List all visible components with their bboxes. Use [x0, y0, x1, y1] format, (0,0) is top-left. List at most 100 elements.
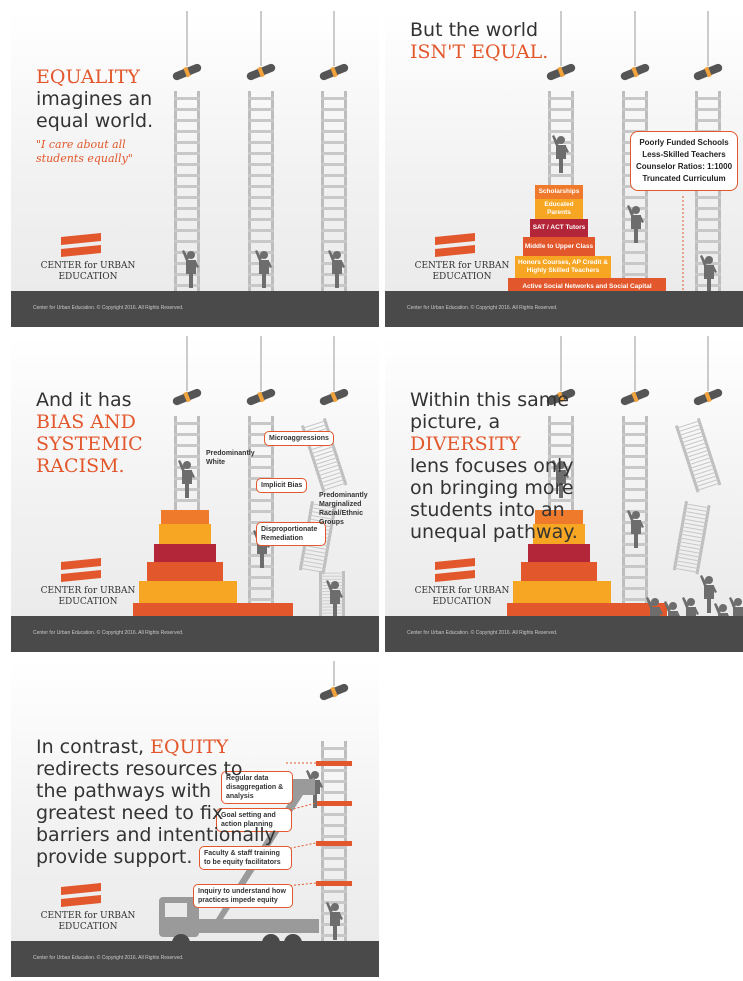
headline-line: picture, a: [410, 411, 501, 433]
headline-line: And it has: [36, 389, 132, 411]
logo-mark-icon: [435, 558, 475, 582]
copyright: Center for Urban Education. © Copyright …: [33, 305, 184, 311]
label-implicit-bias: Implicit Bias: [256, 478, 308, 493]
headline: In contrast, EQUITY redirects resources …: [36, 736, 276, 868]
diploma-icon: [244, 11, 278, 83]
footer: Center for Urban Education. © Copyright …: [11, 291, 379, 327]
logo-mark-icon: [61, 883, 101, 907]
headline-line: imagines an: [36, 88, 153, 110]
diploma-icon: [691, 11, 725, 83]
diploma-icon: [170, 11, 204, 83]
logo-line: EDUCATION: [58, 272, 118, 282]
headline-line: But the world: [410, 19, 539, 41]
panel-equity: Regular data disaggregation & analysis G…: [11, 661, 379, 977]
logo-line: EDUCATION: [432, 597, 492, 607]
footer: Center for Urban Education. © Copyright …: [385, 616, 743, 652]
student-icon: [627, 510, 644, 548]
panel-illustration: [133, 336, 358, 635]
advantage-tier: Educated Parents: [535, 199, 583, 219]
inequity-item: Counselor Ratios: 1:1000: [635, 162, 733, 171]
headline-line: redirects resources to: [36, 758, 243, 780]
broken-ladder-icon: [675, 417, 722, 493]
headline-line: provide support.: [36, 846, 193, 868]
inequity-item: Less-Skilled Teachers: [642, 150, 726, 159]
panel-diversity: Within this same picture, a DIVERSITY le…: [385, 336, 743, 652]
diploma-icon: [317, 336, 351, 408]
headline-accent: SYSTEMIC: [36, 433, 143, 455]
logo-line: EDUCATION: [432, 272, 492, 282]
logo-mark-icon: [61, 558, 101, 582]
support-inquiry: Inquiry to understand how practices impe…: [193, 884, 293, 908]
copyright: Center for Urban Education. © Copyright …: [407, 305, 558, 311]
broken-ladder-icon: [301, 417, 348, 493]
diploma-icon: [618, 11, 652, 83]
headline-line: barriers and intentionally: [36, 824, 276, 846]
label-microaggressions: Microaggressions: [264, 431, 334, 446]
support-staff-training: Faculty & staff training to be equity fa…: [199, 846, 292, 870]
headline-line: equal world.: [36, 110, 154, 132]
broken-ladder-icon: [672, 501, 711, 575]
logo-line: CENTER for URBAN: [40, 911, 136, 921]
headline: Within this same picture, a DIVERSITY le…: [410, 389, 578, 543]
advantage-tier: Middle to Upper Class: [523, 237, 595, 256]
diploma-icon: [170, 336, 204, 408]
ladder-icon: [622, 91, 648, 291]
support-rungs: [316, 761, 352, 886]
support-data-analysis: Regular data disaggregation & analysis: [221, 771, 293, 804]
footer: Center for Urban Education. © Copyright …: [385, 291, 743, 327]
headline: But the world ISN'T EQUAL.: [410, 19, 548, 63]
student-icon: [627, 205, 644, 243]
label-predominantly-white: Predominantly White: [206, 450, 255, 466]
panel-equality: EQUALITY imagines an equal world. "I car…: [11, 11, 379, 327]
student-icon: [182, 250, 199, 288]
label-remediation: Disproportionate Remediation: [256, 522, 326, 546]
panel-illustration: [507, 336, 743, 641]
headline-line: lens focuses only: [410, 455, 574, 477]
label-marginalized: Predominantly Marginalized Racial/Ethnic…: [319, 492, 368, 526]
headline: EQUALITY imagines an equal world.: [36, 66, 153, 132]
logo-line: EDUCATION: [58, 597, 118, 607]
headline-line: In contrast,: [36, 736, 145, 758]
diploma-icon: [544, 11, 578, 83]
inequity-item: Poorly Funded Schools: [639, 138, 729, 147]
diploma-icon: [244, 336, 278, 408]
student-icon: [700, 575, 717, 613]
advantage-tier: SAT / ACT Tutors: [530, 219, 588, 237]
headline-line: the pathways with: [36, 780, 212, 802]
footer: Center for Urban Education. © Copyright …: [11, 941, 379, 977]
inequity-list: Poorly Funded Schools Less-Skilled Teach…: [630, 131, 738, 191]
headline-accent: ISN'T EQUAL.: [410, 41, 549, 63]
panel-bias: Predominantly White Microaggressions Imp…: [11, 336, 379, 652]
logo-line: CENTER for URBAN: [40, 586, 136, 596]
copyright: Center for Urban Education. © Copyright …: [407, 630, 558, 636]
logo-mark-icon: [61, 233, 101, 257]
quote: "I care about all students equally": [36, 138, 133, 166]
logo-mark-icon: [435, 233, 475, 257]
headline-accent: DIVERSITY: [410, 433, 521, 455]
inequity-item: Truncated Curriculum: [642, 174, 726, 183]
diploma-icon: [691, 336, 725, 408]
logo-line: CENTER for URBAN: [40, 261, 136, 271]
headline-accent: RACISM.: [36, 455, 125, 477]
student-icon: [255, 250, 272, 288]
diploma-icon: [618, 336, 652, 408]
headline-accent: BIAS AND: [36, 411, 136, 433]
quote-line: "I care about all: [36, 138, 126, 151]
headline-line: Within this same: [410, 389, 569, 411]
ladder-icon: [248, 416, 274, 616]
headline-line: greatest need to fix: [36, 802, 224, 824]
headline: And it has BIAS AND SYSTEMIC RACISM.: [36, 389, 143, 477]
diploma-icon: [317, 11, 351, 83]
copyright: Center for Urban Education. © Copyright …: [33, 955, 184, 961]
headline-accent: EQUITY: [150, 736, 229, 758]
diploma-icon: [317, 661, 351, 703]
logo-line: CENTER for URBAN: [414, 261, 510, 271]
headline-line: unequal pathway.: [410, 521, 578, 543]
support-goal-setting: Goal setting and action planning: [216, 808, 292, 832]
copyright: Center for Urban Education. © Copyright …: [33, 630, 184, 636]
advantage-tier: Honors Courses, AP Credit & Highly Skill…: [515, 256, 611, 278]
headline-accent: EQUALITY: [36, 66, 140, 88]
headline-line: on bringing more: [410, 477, 574, 499]
footer: Center for Urban Education. © Copyright …: [11, 616, 379, 652]
logo-line: EDUCATION: [58, 922, 118, 932]
